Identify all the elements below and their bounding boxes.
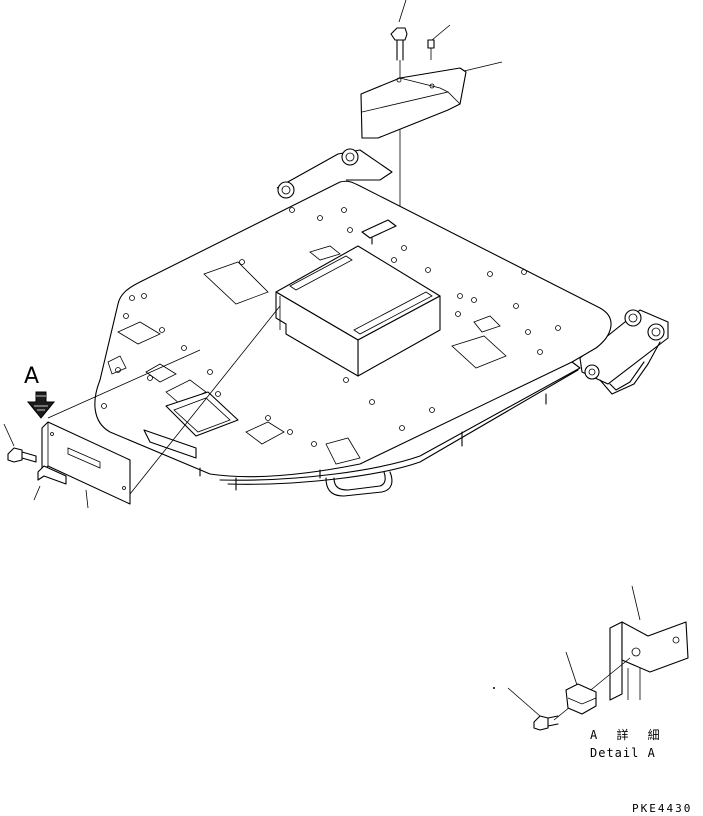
drawing-part-code: PKE4430 xyxy=(632,802,693,815)
detail-a-title-jp: A 詳 細 xyxy=(590,728,666,742)
detail-a-view xyxy=(493,585,689,731)
mounting-holes xyxy=(101,207,561,447)
view-a-label: A xyxy=(24,364,40,389)
top-cover-group xyxy=(360,0,503,322)
detail-a-title-en: Detail A xyxy=(590,746,656,760)
view-a-arrow xyxy=(26,391,56,419)
left-fasteners xyxy=(3,423,67,501)
floor-plate xyxy=(94,148,669,497)
